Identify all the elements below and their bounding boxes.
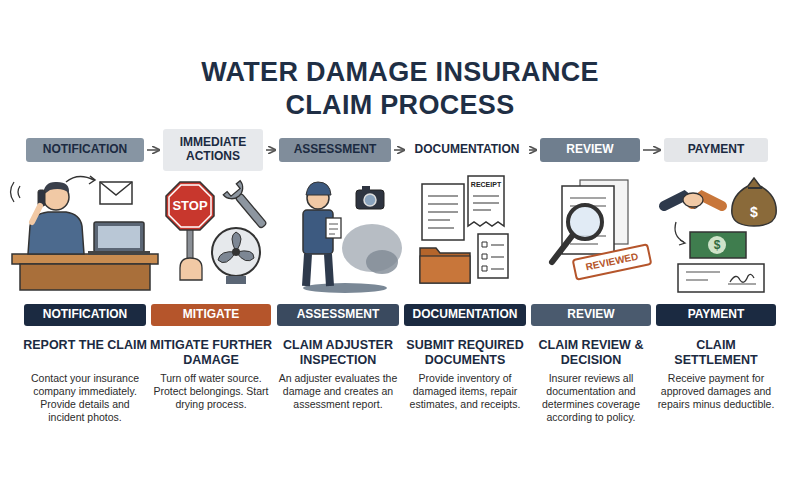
report-illustration [11,176,159,290]
title: WATER DAMAGE INSURANCE CLAIM PROCESS [190,56,610,122]
step-bar: REVIEW [531,304,651,326]
step-description: An adjuster evaluates the damage and cre… [278,372,398,411]
node-label: DOCUMENTATION [413,308,518,322]
node-label: REVIEW [566,143,613,157]
stage-pill: PAYMENT [664,138,768,162]
node-label: PAYMENT [688,143,745,157]
step-heading: MITIGATE FURTHER DAMAGE [149,338,273,368]
step-description: Receive payment for approved damages and… [656,372,776,411]
step-description: Turn off water source. Protect belonging… [151,372,271,411]
documentation-illustration [420,176,508,283]
stage-pill: DOCUMENTATION [408,138,526,162]
flow-arrow [266,149,275,151]
flow-arrow [147,149,159,151]
node-label: NOTIFICATION [43,308,127,322]
assessment-illustration [303,182,402,293]
node-label: DOCUMENTATION [415,143,520,157]
step-description: Provide inventory of damaged items, repa… [405,372,525,411]
currency-symbol: $ [744,204,764,220]
review-illustration [552,180,651,280]
node-label: PAYMENT [688,308,745,322]
step-bar: DOCUMENTATION [404,304,526,326]
step-heading: REPORT THE CLAIM [23,338,147,353]
stage-pill: REVIEW [540,138,640,162]
stage-pill: IMMEDIATE ACTIONS [163,129,263,171]
flow-arrow [643,149,660,151]
payment-illustration [664,178,776,292]
step-heading: CLAIM ADJUSTER INSPECTION [276,338,400,368]
flow-arrow [529,149,536,151]
currency-symbol: $ [709,238,725,252]
step-bar: ASSESSMENT [277,304,399,326]
sign-text: STOP [164,198,216,213]
node-label: IMMEDIATE ACTIONS [169,136,257,164]
step-bar: NOTIFICATION [24,304,146,326]
node-label: NOTIFICATION [43,143,127,157]
step-description: Contact your insurance company immediate… [25,372,145,424]
step-description: Insurer reviews all documentation and de… [531,372,651,424]
mitigate-illustration [166,181,272,284]
flow-arrow [394,149,404,151]
receipt-text: RECEIPT [466,180,506,189]
step-bar: MITIGATE [151,304,271,326]
step-heading: SUBMIT REQUIRED DOCUMENTS [403,338,527,368]
step-bar: PAYMENT [656,304,776,326]
stage-pill: NOTIFICATION [26,138,144,162]
stage-pill: ASSESSMENT [279,138,391,162]
step-heading: CLAIM SETTLEMENT [654,338,778,368]
node-label: ASSESSMENT [294,143,377,157]
node-label: ASSESSMENT [297,308,380,322]
step-heading: CLAIM REVIEW & DECISION [529,338,653,368]
node-label: MITIGATE [183,308,239,322]
node-label: REVIEW [567,308,614,322]
